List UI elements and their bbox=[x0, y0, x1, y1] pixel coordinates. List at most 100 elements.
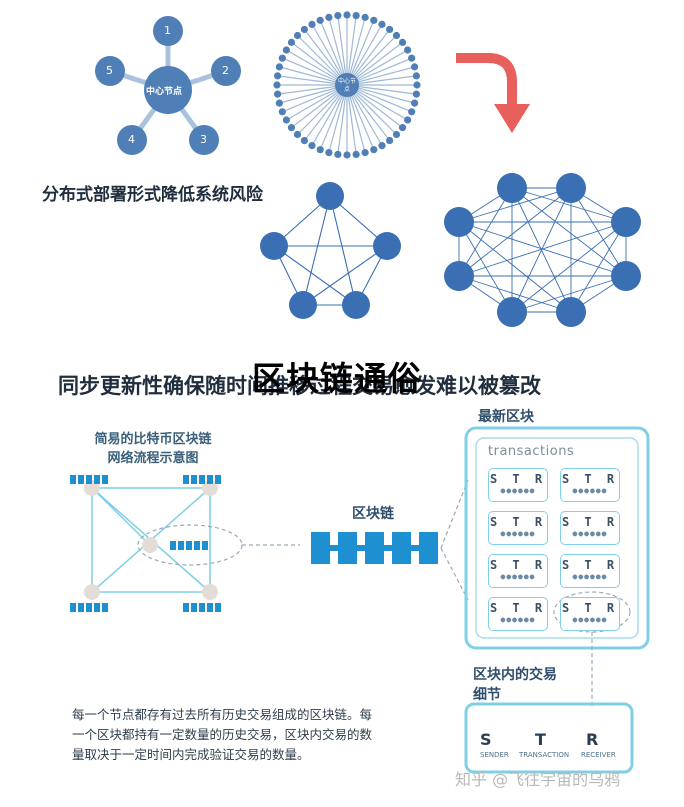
starburst-node bbox=[404, 46, 412, 54]
hub-number-5: 5 bbox=[106, 64, 113, 77]
pentagon-node bbox=[289, 291, 317, 319]
decagon-node bbox=[497, 173, 527, 203]
simple-network-title: 简易的比特币区块链 网络流程示意图 bbox=[78, 430, 228, 468]
starburst-node bbox=[411, 63, 419, 71]
decagon-node bbox=[444, 261, 474, 291]
pentagon-node bbox=[342, 291, 370, 319]
pentagon-node bbox=[316, 182, 344, 210]
starburst-node bbox=[287, 38, 296, 46]
hub-center-label: 中心节点 bbox=[146, 87, 183, 97]
starburst-node bbox=[334, 150, 342, 159]
detail-letter-s: S bbox=[480, 730, 492, 749]
card-letters: S T R bbox=[489, 558, 547, 572]
decagon-node bbox=[556, 173, 586, 203]
detail-sublabel-receiver: RECEIVER bbox=[581, 751, 616, 759]
card-letters: S T R bbox=[489, 515, 547, 529]
transactions-label: transactions bbox=[488, 444, 575, 459]
starburst-node bbox=[273, 72, 282, 80]
card-letters: S T R bbox=[561, 515, 619, 529]
simple-network-title-line2: 网络流程示意图 bbox=[107, 451, 199, 466]
starburst-node bbox=[408, 54, 416, 62]
starburst-node bbox=[293, 31, 302, 40]
starburst-node bbox=[352, 11, 360, 20]
pentagon-network-diagram bbox=[260, 182, 401, 319]
detail-label: 区块内的交易 细节 bbox=[473, 665, 557, 705]
starburst-node bbox=[370, 146, 378, 154]
mini-block bbox=[202, 541, 208, 550]
detail-letter-r: R bbox=[586, 730, 599, 749]
card-dots: ●●●●●● bbox=[572, 529, 608, 538]
blockchain-label: 区块链 bbox=[352, 506, 394, 522]
decagon-node bbox=[444, 207, 474, 237]
mini-block bbox=[207, 603, 213, 612]
mini-block bbox=[191, 603, 197, 612]
decagon-node bbox=[611, 207, 641, 237]
starburst-node bbox=[392, 31, 401, 40]
starburst-node bbox=[412, 90, 421, 98]
newest-block-panel bbox=[464, 426, 650, 650]
card-letters: S T R bbox=[489, 601, 547, 615]
card-letters: S T R bbox=[561, 472, 619, 486]
card-dots: ●●●●●● bbox=[572, 615, 608, 624]
starburst-node bbox=[316, 146, 324, 154]
transaction-card: S T R●●●●●● bbox=[560, 597, 620, 631]
mini-block bbox=[191, 475, 197, 484]
mini-block bbox=[78, 475, 84, 484]
card-letters: S T R bbox=[489, 472, 547, 486]
chain-block bbox=[311, 532, 330, 564]
simple-network-title-line1: 简易的比特币区块链 bbox=[94, 432, 212, 447]
newest-block-label: 最新区块 bbox=[478, 409, 534, 425]
mini-block bbox=[183, 475, 189, 484]
starburst-node bbox=[343, 11, 351, 19]
pentagon-node bbox=[260, 232, 288, 260]
pentagon-node bbox=[373, 232, 401, 260]
starburst-node bbox=[325, 13, 333, 21]
starburst-node bbox=[282, 46, 290, 54]
starburst-node bbox=[293, 130, 302, 139]
starburst-node bbox=[378, 20, 386, 28]
starburst-node bbox=[343, 151, 351, 159]
starburst-node bbox=[282, 116, 290, 124]
starburst-node bbox=[392, 130, 401, 139]
chain-block bbox=[338, 532, 357, 564]
starburst-node bbox=[316, 16, 324, 24]
starburst-node bbox=[404, 116, 412, 124]
card-dots: ●●●●●● bbox=[572, 486, 608, 495]
detail-label-line1: 区块内的交易 bbox=[473, 667, 557, 683]
subtitle: 同步更新性确保随时间推移过程交易愈发难以被篡改 bbox=[58, 374, 541, 398]
starburst-node bbox=[361, 149, 369, 157]
mini-block bbox=[86, 603, 92, 612]
mini-block bbox=[215, 475, 221, 484]
mini-block bbox=[70, 603, 76, 612]
mini-block bbox=[199, 475, 205, 484]
mini-block bbox=[207, 475, 213, 484]
starburst-node bbox=[308, 142, 316, 150]
starburst-node bbox=[278, 54, 286, 62]
detail-label-line2: 细节 bbox=[473, 687, 501, 703]
starburst-node bbox=[300, 25, 308, 34]
starburst-node bbox=[325, 149, 333, 157]
detail-sublabel-transaction: TRANSACTION bbox=[519, 751, 570, 759]
hub-center-node bbox=[144, 66, 192, 114]
explanation-paragraph: 每一个节点都存有过去所有历史交易组成的区块链。每一个区块都持有一定数量的历史交易… bbox=[72, 707, 373, 762]
starburst-node bbox=[275, 99, 283, 107]
transaction-card: S T R●●●●●● bbox=[488, 468, 548, 502]
starburst-node bbox=[398, 38, 407, 46]
mini-block bbox=[102, 475, 108, 484]
mini-block bbox=[170, 541, 176, 550]
card-letters: S T R bbox=[561, 558, 619, 572]
decagon-node bbox=[556, 297, 586, 327]
starburst-node bbox=[378, 142, 386, 150]
transaction-card: S T R●●●●●● bbox=[560, 554, 620, 588]
starburst-node bbox=[278, 108, 286, 116]
card-dots: ●●●●●● bbox=[572, 572, 608, 581]
starburst-node bbox=[273, 90, 282, 98]
starburst-node bbox=[300, 136, 308, 145]
starburst-node bbox=[386, 25, 394, 34]
transaction-card: S T R●●●●●● bbox=[488, 597, 548, 631]
node-mini-chains bbox=[70, 475, 221, 612]
mini-block bbox=[102, 603, 108, 612]
detail-letter-t: T bbox=[535, 730, 546, 749]
page-title: 区块链通俗 bbox=[252, 359, 422, 398]
